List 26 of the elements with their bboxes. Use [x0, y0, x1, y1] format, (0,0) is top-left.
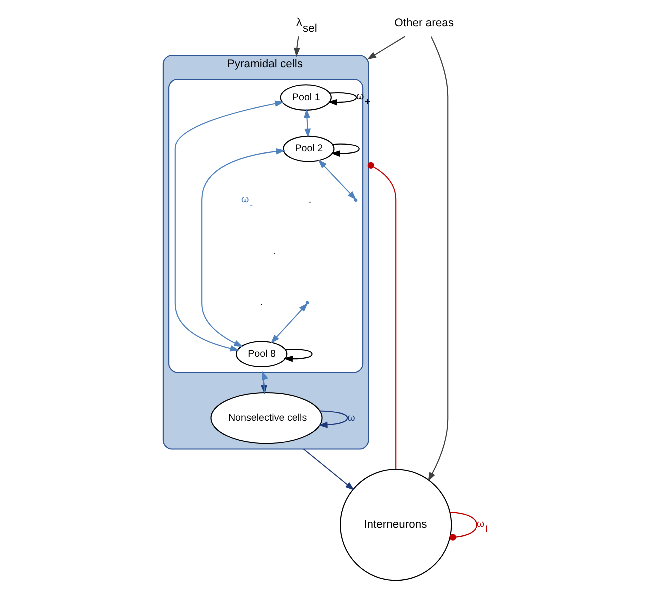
arrow: [428, 36, 448, 482]
arrow: [330, 144, 360, 158]
arrow: [328, 92, 357, 106]
arrow: [293, 36, 300, 58]
arrow: [283, 349, 312, 362]
arrow: [201, 148, 285, 348]
connector: [367, 162, 396, 470]
node-ellipse: Pool 1: [280, 84, 332, 111]
arrow: [270, 303, 308, 344]
arrow: [318, 410, 348, 428]
node-ellipse: Pool 8: [236, 341, 288, 368]
arrow: [318, 160, 356, 200]
node-ellipse: Pool 2: [282, 136, 334, 162]
edge-label: ω: [347, 412, 355, 424]
node-text: Other areas: [394, 18, 454, 30]
arrow: [303, 448, 354, 491]
node-ellipse: Nonselective cells: [210, 392, 322, 444]
arrow: [304, 108, 311, 138]
arrow: [174, 100, 284, 352]
node-circle: Interneurons: [340, 469, 452, 582]
label: .: [272, 246, 276, 258]
label: .: [260, 298, 263, 309]
label: .: [308, 195, 312, 206]
arrow: [366, 36, 406, 60]
cluster: [168, 78, 364, 374]
connector: [449, 512, 477, 541]
